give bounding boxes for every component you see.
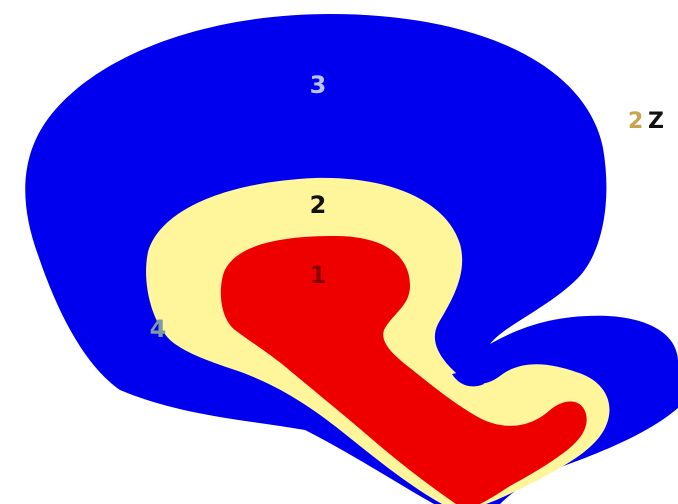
legend-number: 2 [628,109,643,134]
legend-letter: Z [648,109,664,134]
zone-2-label: 2 [310,191,327,219]
zone-4-label: 4 [150,315,167,343]
zone-1-label: 1 [310,261,327,289]
zone-3-label: 3 [310,71,327,99]
